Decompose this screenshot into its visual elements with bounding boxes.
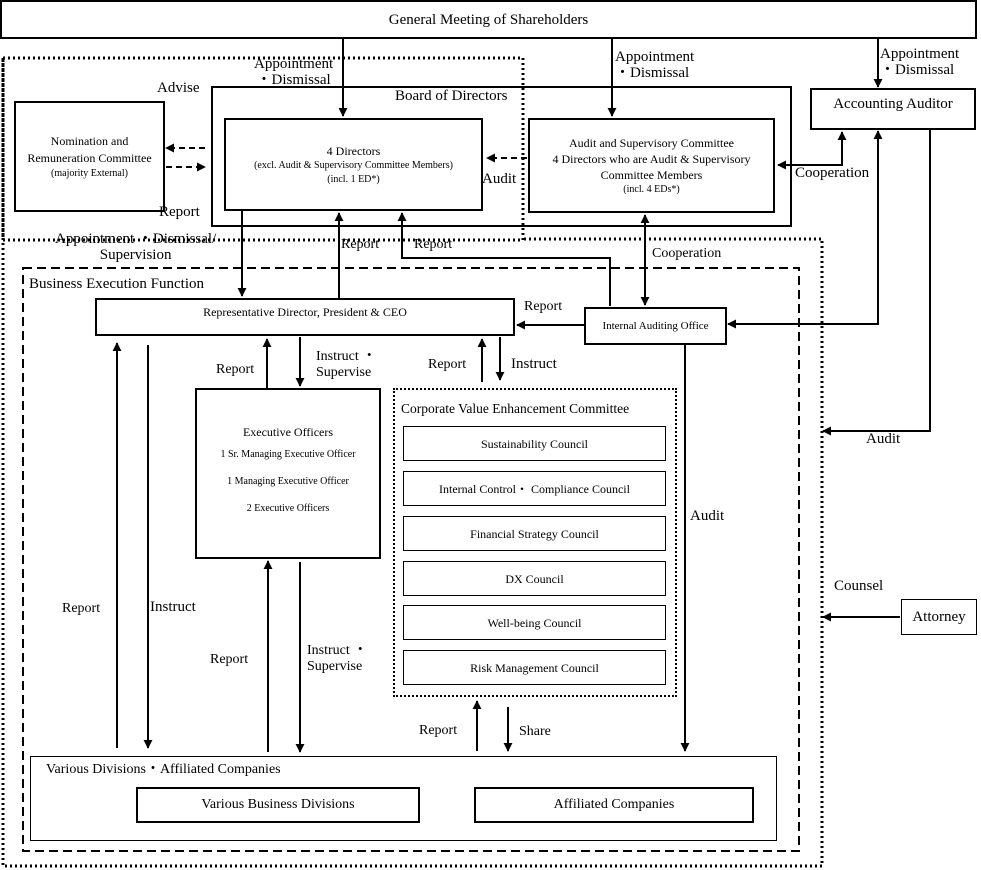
label-appointment-auditor: Appointment ・Dismissal <box>880 46 959 78</box>
label-text: ・Dismissal <box>256 72 331 88</box>
business-execution-outline <box>22 267 800 852</box>
label-instruct-supervise-div: Instruct ・ Supervise <box>307 643 367 675</box>
label-cooperation-auditor: Cooperation <box>795 165 870 181</box>
label-text: Appointment <box>254 56 334 72</box>
label-report-eo-ceo: Report <box>216 362 255 377</box>
label-cooperation-iao: Cooperation <box>652 246 722 261</box>
council-label: Internal Control・ Compliance Council <box>439 481 630 496</box>
directors-title: 4 Directors <box>326 143 381 158</box>
label-instruct-ceo-div: Instruct <box>150 599 196 615</box>
council-sustainability: Sustainability Council <box>403 426 666 461</box>
directors-box: 4 Directors (excl. Audit & Supervisory C… <box>224 118 483 211</box>
label-audit-auditor: Audit <box>866 431 901 447</box>
governance-dotted-outline <box>1 56 525 242</box>
label-report-cvec-ceo: Report <box>428 357 467 372</box>
gms-label: General Meeting of Shareholders <box>388 11 589 28</box>
business-divisions-box: Various Business Divisions <box>136 787 420 823</box>
asc-title: Audit and Supervisory Committee <box>569 135 734 150</box>
cvec-box: Corporate Value Enhancement Committee Su… <box>393 388 677 697</box>
council-label: Well-being Council <box>487 615 582 630</box>
council-dx: DX Council <box>403 561 666 596</box>
label-text: Supervise <box>307 659 363 674</box>
governance-dotted-outline-2 <box>1 58 824 868</box>
label-appointment-supervision: Appointment ・Dismissal/ Supervision <box>55 231 216 263</box>
audit-supervisory-committee-box: Audit and Supervisory Committee 4 Direct… <box>528 118 775 213</box>
nomination-committee-note: (majority External) <box>51 167 128 179</box>
label-report-div-cvec: Report <box>419 723 458 738</box>
arrow-auditor-iao <box>727 130 883 329</box>
council-internal-control: Internal Control・ Compliance Council <box>403 471 666 506</box>
council-risk-management: Risk Management Council <box>403 650 666 685</box>
label-instruct-cvec: Instruct <box>511 356 557 372</box>
divisions-title: Various Divisions・Affiliated Companies <box>46 762 281 777</box>
asc-line2: 4 Directors who are Audit & Supervisory … <box>552 151 751 182</box>
label-text: ・Dismissal <box>880 62 955 78</box>
attorney-label: Attorney <box>912 608 966 625</box>
council-label: Sustainability Council <box>481 436 588 451</box>
label-report-nomination: Report <box>159 204 200 220</box>
asc-note: (incl. 4 EDs*) <box>623 183 680 195</box>
council-label: Financial Strategy Council <box>470 526 599 541</box>
directors-note: (excl. Audit & Supervisory Committee Mem… <box>254 159 453 171</box>
label-share: Share <box>519 724 551 739</box>
ceo-box: Representative Director, President & CEO <box>95 298 515 336</box>
label-report-iao-directors: Report <box>414 237 453 252</box>
label-text: ・Dismissal <box>615 65 690 81</box>
business-execution-title: Business Execution Function <box>29 276 204 293</box>
label-advise: Advise <box>157 80 200 96</box>
label-report-ceo-directors: Report <box>341 237 380 252</box>
label-audit-iao: Audit <box>690 508 725 524</box>
divisions-box: Various Divisions・Affiliated Companies V… <box>30 756 777 841</box>
label-text: Appointment <box>615 49 695 65</box>
arrow-auditor-audit <box>822 129 931 436</box>
directors-note2: (incl. 1 ED*) <box>327 173 380 185</box>
executive-officer-item: 2 Executive Officers <box>246 503 330 514</box>
cvec-title: Corporate Value Enhancement Committee <box>401 401 630 416</box>
label-appointment-asc: Appointment ・Dismissal <box>615 49 694 81</box>
label-report-iao-ceo: Report <box>524 299 563 314</box>
executive-officers-box: Executive Officers 1 Sr. Managing Execut… <box>195 388 381 559</box>
accounting-auditor-box: Accounting Auditor <box>810 88 976 130</box>
gms-box: General Meeting of Shareholders <box>0 0 977 39</box>
internal-auditing-office-label: Internal Auditing Office <box>602 319 709 332</box>
label-text: Appointment ・Dismissal/ <box>55 231 217 247</box>
arrow-cooperation-auditor <box>777 131 847 170</box>
label-text: Instruct ・ <box>307 643 368 658</box>
label-counsel: Counsel <box>834 578 884 594</box>
internal-auditing-office-box: Internal Auditing Office <box>584 307 727 345</box>
label-audit-asc: Audit <box>482 171 517 187</box>
business-divisions-label: Various Business Divisions <box>201 797 355 812</box>
label-text: Supervise <box>316 365 372 380</box>
attorney-box: Attorney <box>901 599 977 635</box>
board-title: Board of Directors <box>395 88 508 104</box>
nomination-committee-title: Nomination and Remuneration Committee <box>27 133 152 165</box>
label-text: Supervision <box>99 247 172 263</box>
label-instruct-supervise-eo: Instruct ・ Supervise <box>316 349 376 381</box>
label-text: Instruct ・ <box>316 349 377 364</box>
council-financial-strategy: Financial Strategy Council <box>403 516 666 551</box>
executive-officer-item: 1 Sr. Managing Executive Officer <box>220 449 356 460</box>
label-report-div-ceo: Report <box>62 601 101 616</box>
council-well-being: Well-being Council <box>403 605 666 640</box>
accounting-auditor-label: Accounting Auditor <box>833 96 953 112</box>
executive-officer-item: 1 Managing Executive Officer <box>227 476 349 487</box>
nomination-committee-box: Nomination and Remuneration Committee (m… <box>14 101 165 212</box>
affiliated-companies-box: Affiliated Companies <box>474 787 754 823</box>
council-label: DX Council <box>505 571 564 586</box>
executive-officers-title: Executive Officers <box>242 425 334 439</box>
ceo-label: Representative Director, President & CEO <box>203 305 407 319</box>
arrow-iao-directors-report <box>397 212 611 306</box>
label-text: Appointment <box>880 46 960 62</box>
label-report-div-eo: Report <box>210 652 249 667</box>
label-appointment-directors: Appointment ・Dismissal <box>254 56 333 88</box>
affiliated-companies-label: Affiliated Companies <box>553 797 675 812</box>
council-label: Risk Management Council <box>470 660 599 675</box>
